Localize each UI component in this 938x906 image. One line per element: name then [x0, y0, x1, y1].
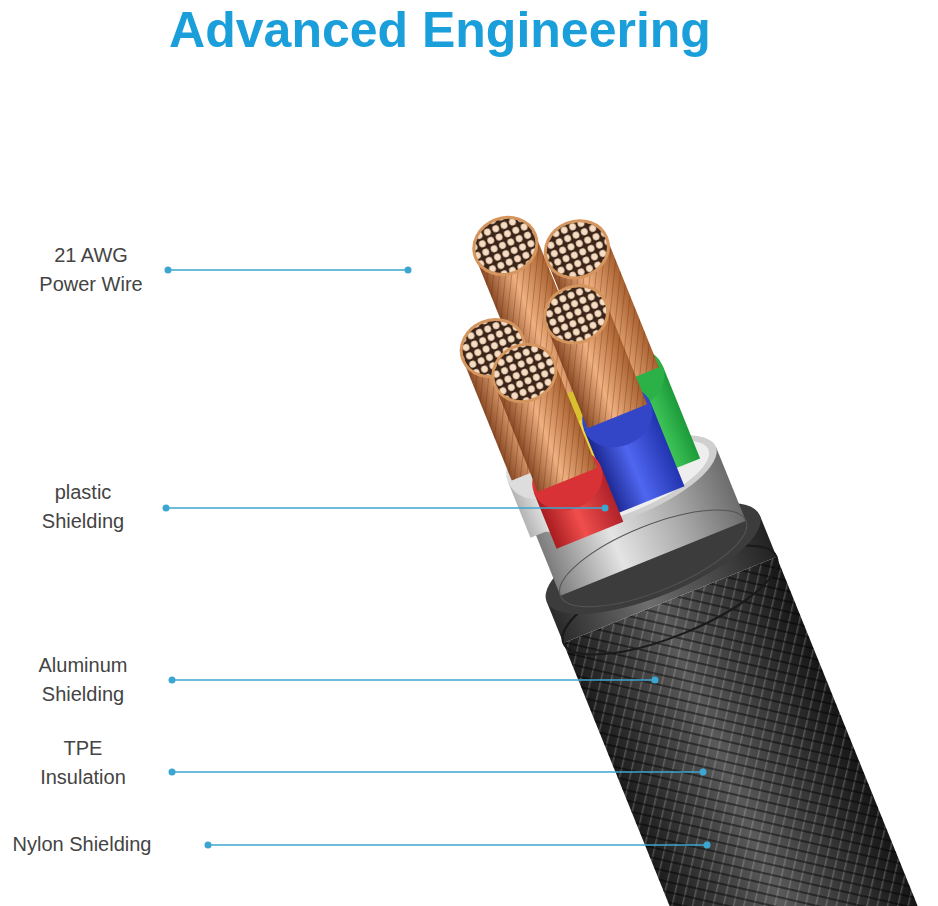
diagram-title: Advanced Engineering	[0, 2, 880, 58]
leader-dot	[163, 505, 170, 512]
cable-body	[407, 169, 938, 906]
leader-dot	[169, 677, 176, 684]
leader-dot	[205, 842, 212, 849]
leader-dot	[700, 769, 707, 776]
leader-dot	[405, 267, 412, 274]
leader-line	[166, 507, 605, 509]
leader-line	[172, 771, 703, 773]
leader-dot	[165, 267, 172, 274]
leader-line	[168, 269, 408, 271]
leader-dot	[704, 842, 711, 849]
leader-line	[172, 679, 655, 681]
part-label: Aluminum Shielding	[23, 651, 143, 709]
part-label: 21 AWG Power Wire	[32, 241, 150, 299]
leader-lines	[163, 267, 711, 849]
leader-dot	[602, 505, 609, 512]
leader-dot	[169, 769, 176, 776]
wire	[481, 334, 624, 549]
part-label: TPE Insulation	[28, 734, 138, 792]
part-label: Nylon Shielding	[0, 830, 167, 859]
part-label: plastic Shielding	[28, 478, 138, 536]
leader-line	[208, 844, 707, 846]
leader-dot	[652, 677, 659, 684]
